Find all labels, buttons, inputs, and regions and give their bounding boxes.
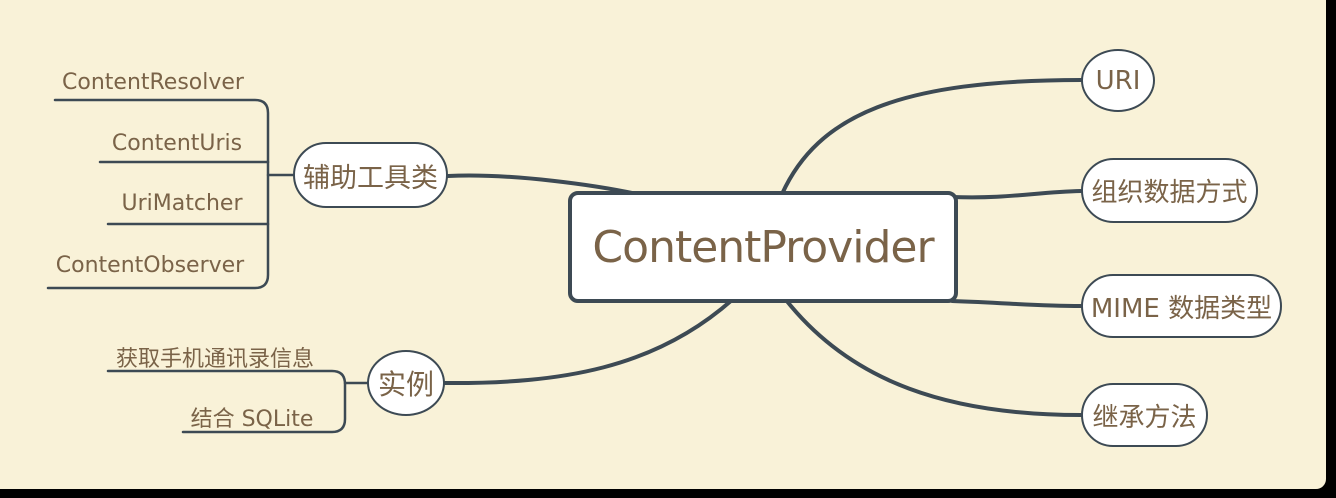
leaf-get-contacts[interactable]: 获取手机通讯录信息	[115, 347, 315, 372]
mindmap-canvas: ContentProvider 辅助工具类 ContentResolver Co…	[0, 0, 1326, 489]
connector-root-inherit	[784, 298, 1083, 417]
connector-root-organize	[950, 189, 1083, 200]
leaf-contentobserver[interactable]: ContentObserver	[55, 253, 245, 278]
central-topic-node[interactable]: ContentProvider	[568, 191, 958, 303]
connector-root-uri	[780, 78, 1083, 196]
branch-node-uri[interactable]: URI	[1081, 49, 1155, 112]
leaf-urimatcher[interactable]: UriMatcher	[121, 191, 243, 216]
branch-node-tools[interactable]: 辅助工具类	[293, 142, 448, 208]
connector-root-example	[442, 298, 734, 386]
leaf-sqlite[interactable]: 结合 SQLite	[190, 407, 314, 432]
branch-node-inherit[interactable]: 继承方法	[1081, 383, 1208, 447]
branch-node-mime[interactable]: MIME 数据类型	[1081, 274, 1282, 338]
connector-layer	[46, 78, 1083, 434]
bracket-example	[106, 369, 347, 434]
branch-node-example[interactable]: 实例	[367, 350, 445, 416]
branch-node-organize[interactable]: 组织数据方式	[1081, 158, 1258, 223]
bracket-tools	[46, 98, 270, 290]
leaf-contenturis[interactable]: ContentUris	[111, 131, 243, 156]
connector-root-mime	[950, 299, 1083, 308]
leaf-contentresolver[interactable]: ContentResolver	[62, 70, 244, 95]
